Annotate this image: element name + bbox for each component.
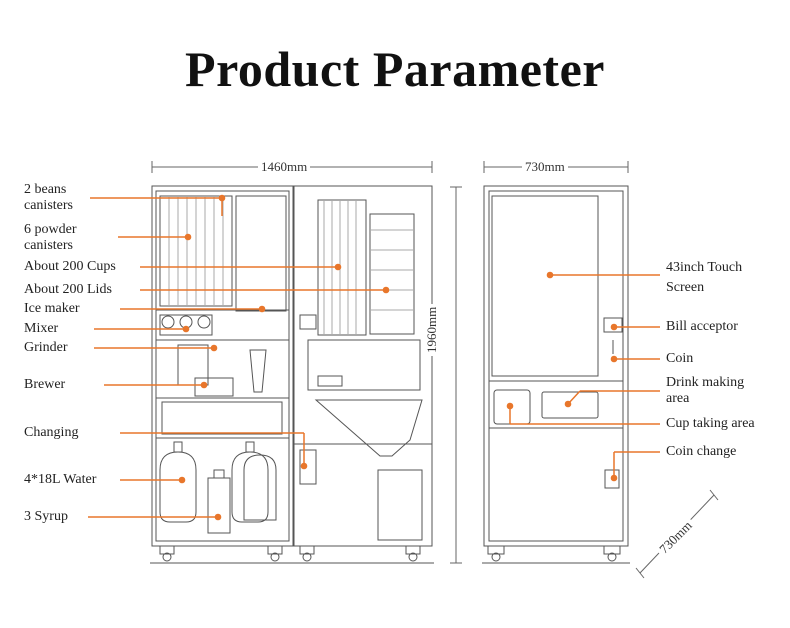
- label-coin-change: Coin change: [666, 444, 737, 459]
- label-grinder: Grinder: [24, 340, 68, 355]
- dimension-lines: [151, 161, 719, 579]
- label-ice-maker: Ice maker: [24, 301, 80, 316]
- label-bill-acceptor: Bill acceptor: [666, 319, 738, 334]
- label-cups: About 200 Cups: [24, 259, 116, 274]
- label-cup-taking-area: Cup taking area: [666, 416, 755, 431]
- height-dimension: 1960mm: [424, 303, 440, 356]
- width-dimension: 1460mm: [258, 159, 311, 175]
- open-machine: [150, 185, 434, 564]
- label-coin: Coin: [666, 351, 694, 366]
- label-lids: About 200 Lids: [24, 282, 112, 297]
- label-syrup: 3 Syrup: [24, 509, 68, 524]
- callout-lines: [88, 194, 660, 521]
- depth-dimension: 730mm: [522, 159, 568, 175]
- label-changing: Changing: [24, 425, 79, 440]
- closed-machine: [482, 185, 630, 564]
- page-title: Product Parameter: [185, 41, 605, 97]
- label-water: 4*18L Water: [24, 472, 97, 487]
- label-mixer: Mixer: [24, 321, 59, 336]
- label-brewer: Brewer: [24, 377, 66, 392]
